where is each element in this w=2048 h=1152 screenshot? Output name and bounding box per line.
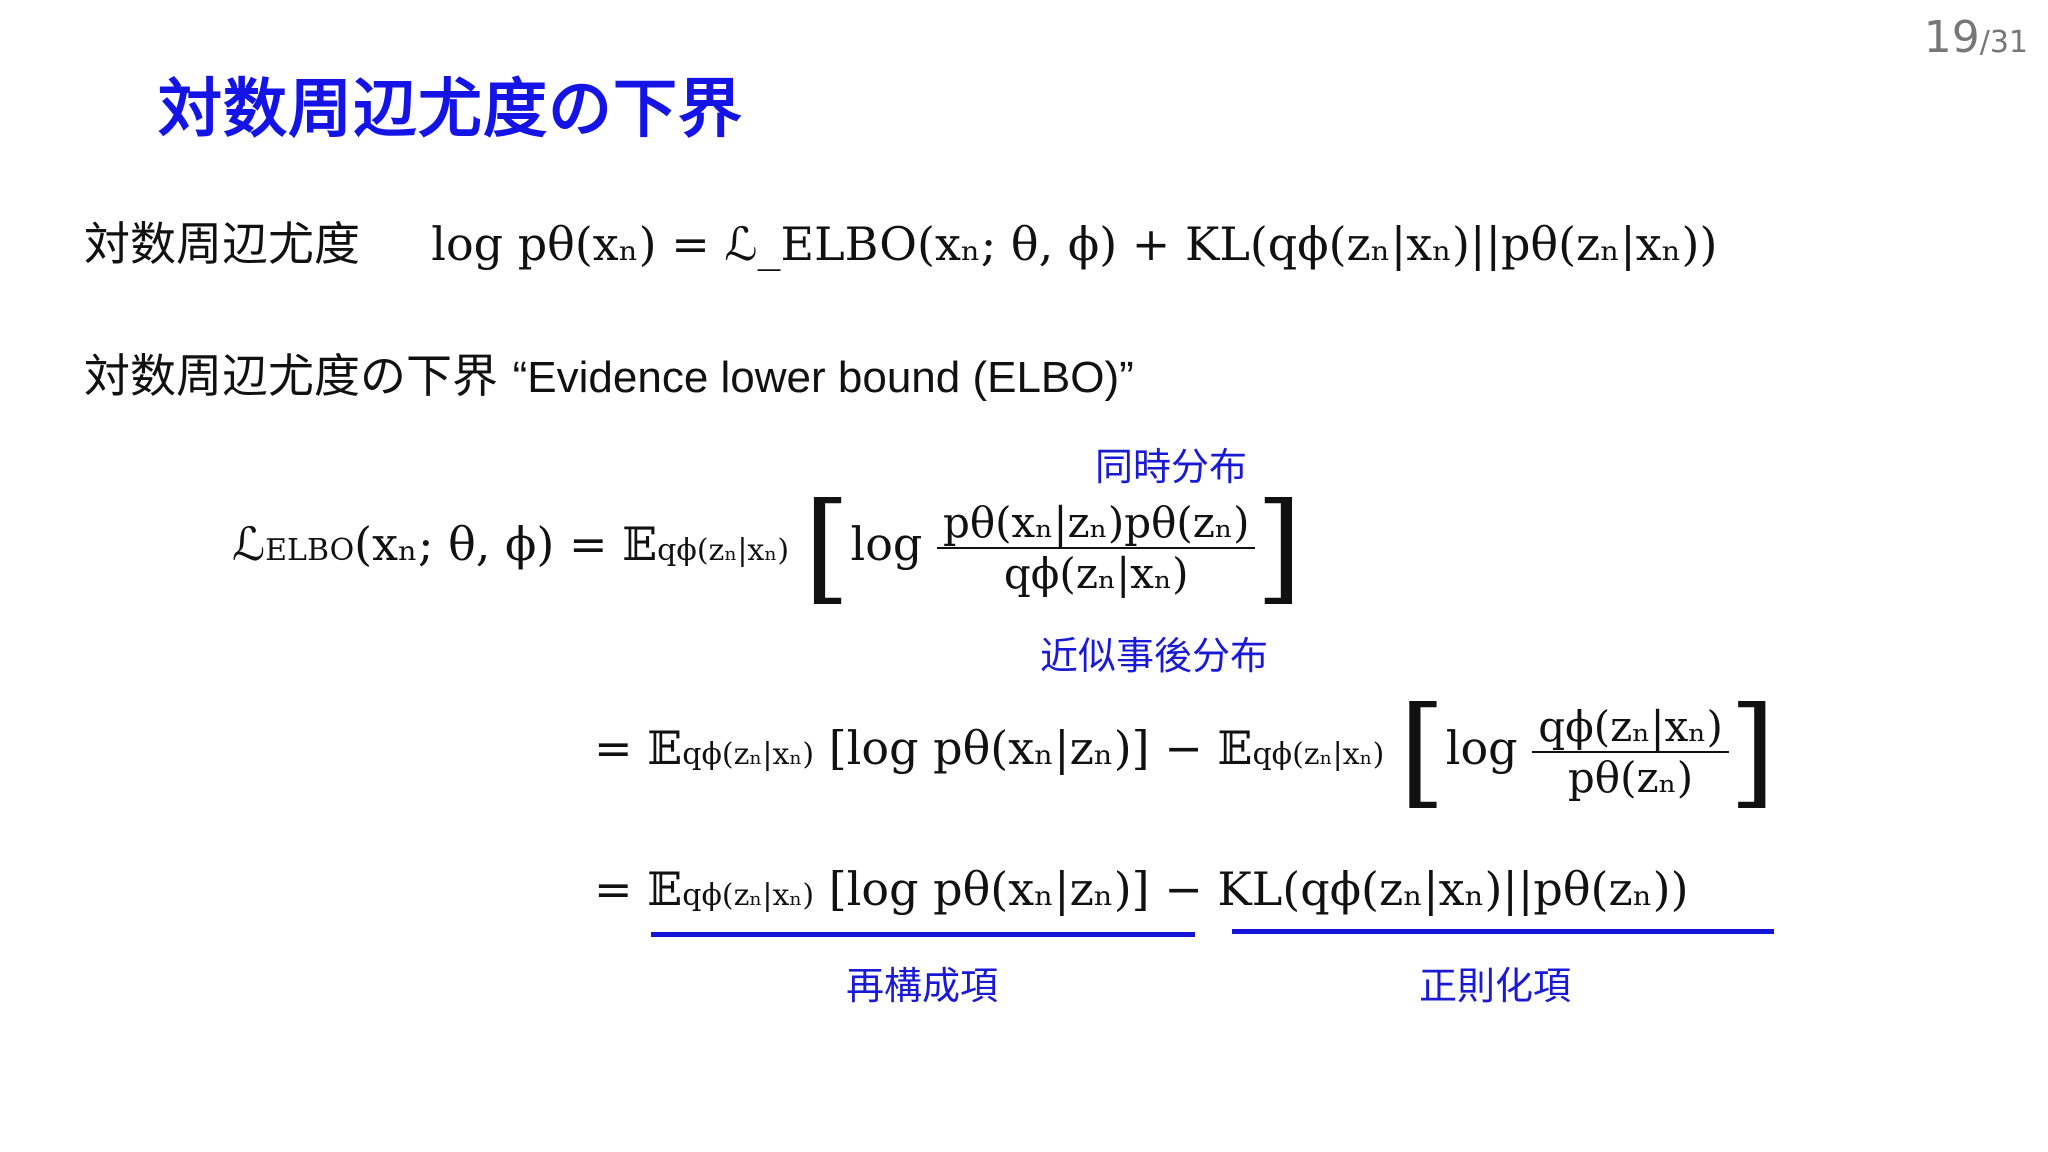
joint-distribution-note: 同時分布 [1095,445,1248,489]
elbo-line2-expectation: = 𝔼 [594,721,683,775]
fraction-numerator: qϕ(zₙ|xₙ) [1532,702,1729,753]
elbo-line2-second-expectation-sub: qϕ(zₙ|xₙ) [1252,737,1385,772]
elbo-line3-expectation: = 𝔼 [594,862,683,916]
elbo-line2-expectation-sub: qϕ(zₙ|xₙ) [682,737,815,772]
elbo-symbol: ℒ [232,517,266,571]
elbo-subscript: ELBO [265,533,355,568]
reconstruction-term-note: 再構成項 [846,964,999,1008]
elbo-row: 対数周辺尤度の下界 “Evidence lower bound (ELBO)” [84,340,1134,406]
elbo-line3-expectation-sub: qϕ(zₙ|xₙ) [682,878,815,913]
left-bracket: [ [1398,682,1446,821]
elbo-line-2: = 𝔼qϕ(zₙ|xₙ) [log pθ(xₙ|zₙ)] − 𝔼qϕ(zₙ|xₙ… [594,692,1776,812]
log-text: log [1445,721,1518,775]
elbo-label: 対数周辺尤度の下界 [84,349,498,403]
right-bracket: ] [1255,478,1303,617]
right-bracket: ] [1728,682,1776,821]
elbo-line1-args: (xₙ; θ, ϕ) = 𝔼 [354,517,658,571]
elbo-line1-expectation-sub: qϕ(zₙ|xₙ) [657,533,790,568]
regularization-term-underline [1232,929,1774,934]
fraction-numerator: pθ(xₙ|zₙ)pθ(zₙ) [936,498,1256,549]
approx-over-prior-fraction: qϕ(zₙ|xₙ) pθ(zₙ) [1532,702,1729,802]
page-number: 19/31 [1924,12,2028,63]
approx-posterior-note: 近似事後分布 [1040,634,1269,678]
slide-title: 対数周辺尤度の下界 [158,73,743,147]
reconstruction-term-underline [651,932,1195,937]
elbo-line3-rest: [log pθ(xₙ|zₙ)] − KL(qϕ(zₙ|xₙ)||pθ(zₙ)) [828,862,1689,916]
log-marginal-likelihood-row: 対数周辺尤度 log pθ(xₙ) = ℒ_ELBO(xₙ; θ, ϕ) + K… [84,208,1717,274]
page-total: /31 [1979,25,2028,60]
elbo-line-1: ℒELBO(xₙ; θ, ϕ) = 𝔼qϕ(zₙ|xₙ) [log pθ(xₙ|… [232,488,1302,608]
page-current: 19 [1923,12,1980,63]
fraction-denominator: qϕ(zₙ|xₙ) [1003,549,1189,598]
joint-over-approx-fraction: pθ(xₙ|zₙ)pθ(zₙ) qϕ(zₙ|xₙ) [936,498,1256,598]
fraction-denominator: pθ(zₙ) [1567,753,1694,802]
left-bracket: [ [803,478,851,617]
log-text: log [850,517,923,571]
elbo-line-3: = 𝔼qϕ(zₙ|xₙ) [log pθ(xₙ|zₙ)] − KL(qϕ(zₙ|… [594,862,1689,916]
regularization-term-note: 正則化項 [1419,964,1572,1008]
elbo-english-label: “Evidence lower bound (ELBO)” [512,353,1134,402]
log-marginal-likelihood-equation: log pθ(xₙ) = ℒ_ELBO(xₙ; θ, ϕ) + KL(qϕ(zₙ… [431,217,1718,271]
elbo-line2-middle: [log pθ(xₙ|zₙ)] − 𝔼 [828,721,1253,775]
log-marginal-likelihood-label: 対数周辺尤度 [84,217,360,271]
